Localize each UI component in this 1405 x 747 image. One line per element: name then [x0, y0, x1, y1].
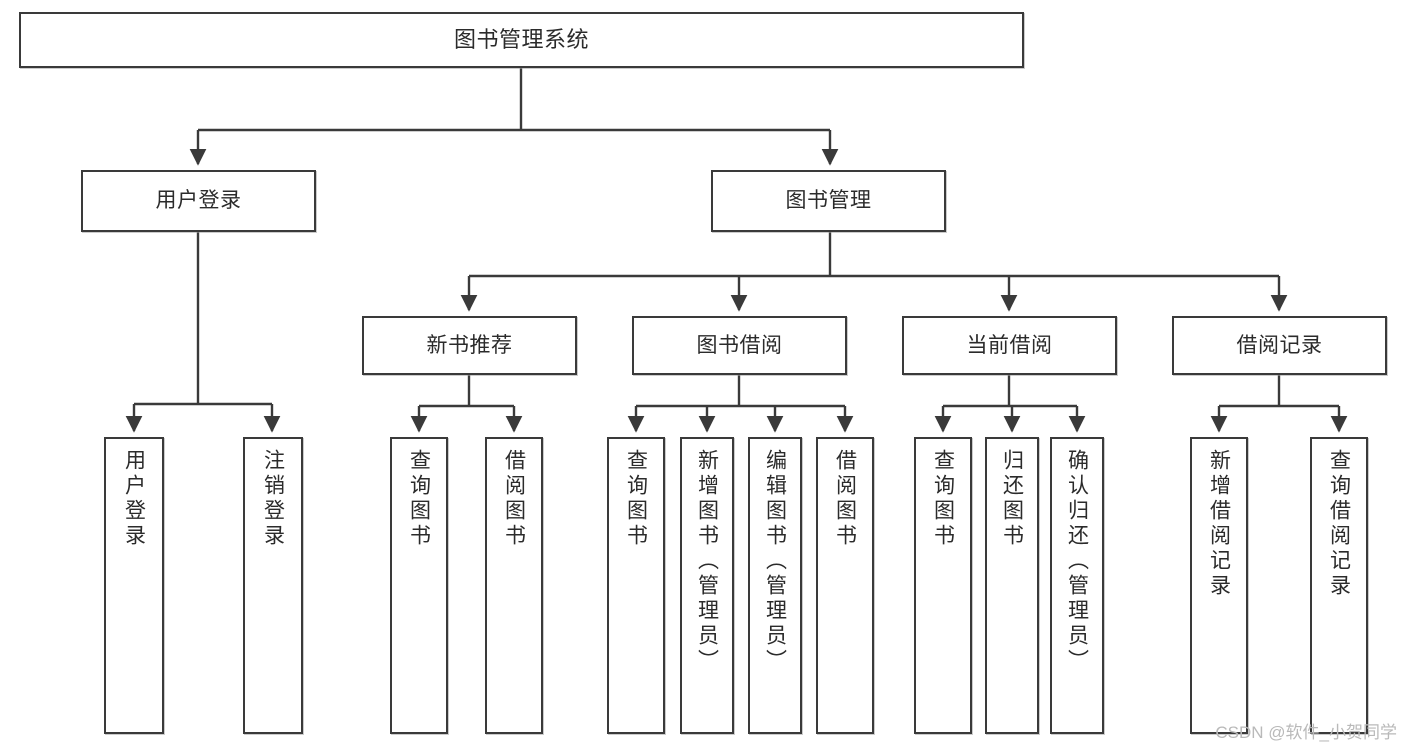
node-leaf-query-book-current-label: 查询图书 — [931, 449, 955, 549]
node-root-label: 图书管理系统 — [453, 26, 589, 52]
node-leaf-borrow-book-rec-label: 借阅图书 — [502, 449, 526, 549]
node-leaf-query-book-rec-label: 查询图书 — [407, 449, 431, 549]
node-leaf-query-borrow-record[interactable]: 查询借阅记录 — [1310, 437, 1368, 734]
node-leaf-add-borrow-record[interactable]: 新增借阅记录 — [1190, 437, 1248, 734]
node-leaf-borrow-book-label: 借阅图书 — [833, 449, 857, 549]
node-leaf-edit-book[interactable]: 编辑图书（管理员） — [748, 437, 802, 734]
node-leaf-confirm-return[interactable]: 确认归还（管理员） — [1050, 437, 1104, 734]
node-leaf-return-book-label: 归还图书 — [1000, 449, 1024, 549]
node-leaf-add-borrow-record-label: 新增借阅记录 — [1207, 449, 1231, 599]
node-leaf-return-book[interactable]: 归还图书 — [985, 437, 1039, 734]
node-leaf-query-book-borrow-label: 查询图书 — [624, 449, 648, 549]
node-leaf-query-borrow-record-label: 查询借阅记录 — [1327, 449, 1351, 599]
node-leaf-borrow-book[interactable]: 借阅图书 — [816, 437, 874, 734]
node-leaf-query-book-rec[interactable]: 查询图书 — [390, 437, 448, 734]
node-new-book-recommend[interactable]: 新书推荐 — [362, 316, 577, 375]
node-leaf-user-login[interactable]: 用户登录 — [104, 437, 164, 734]
node-root[interactable]: 图书管理系统 — [19, 12, 1024, 68]
node-current-borrow[interactable]: 当前借阅 — [902, 316, 1117, 375]
node-leaf-borrow-book-rec[interactable]: 借阅图书 — [485, 437, 543, 734]
node-borrow-record-label: 借阅记录 — [1236, 333, 1323, 357]
node-user-login-label: 用户登录 — [155, 189, 242, 213]
node-leaf-query-book-borrow[interactable]: 查询图书 — [607, 437, 665, 734]
node-book-management-label: 图书管理 — [785, 189, 872, 213]
node-new-book-recommend-label: 新书推荐 — [426, 333, 513, 357]
node-borrow-record[interactable]: 借阅记录 — [1172, 316, 1387, 375]
node-leaf-user-login-label: 用户登录 — [122, 449, 146, 549]
node-leaf-add-book[interactable]: 新增图书（管理员） — [680, 437, 734, 734]
node-leaf-edit-book-label: 编辑图书（管理员） — [763, 449, 787, 674]
node-current-borrow-label: 当前借阅 — [966, 333, 1053, 357]
node-book-borrow[interactable]: 图书借阅 — [632, 316, 847, 375]
node-book-borrow-label: 图书借阅 — [696, 333, 783, 357]
node-leaf-logout-label: 注销登录 — [261, 449, 285, 549]
node-leaf-add-book-label: 新增图书（管理员） — [695, 449, 719, 674]
node-leaf-confirm-return-label: 确认归还（管理员） — [1065, 449, 1089, 674]
node-leaf-logout[interactable]: 注销登录 — [243, 437, 303, 734]
node-leaf-query-book-current[interactable]: 查询图书 — [914, 437, 972, 734]
node-user-login[interactable]: 用户登录 — [81, 170, 316, 232]
node-book-management[interactable]: 图书管理 — [711, 170, 946, 232]
